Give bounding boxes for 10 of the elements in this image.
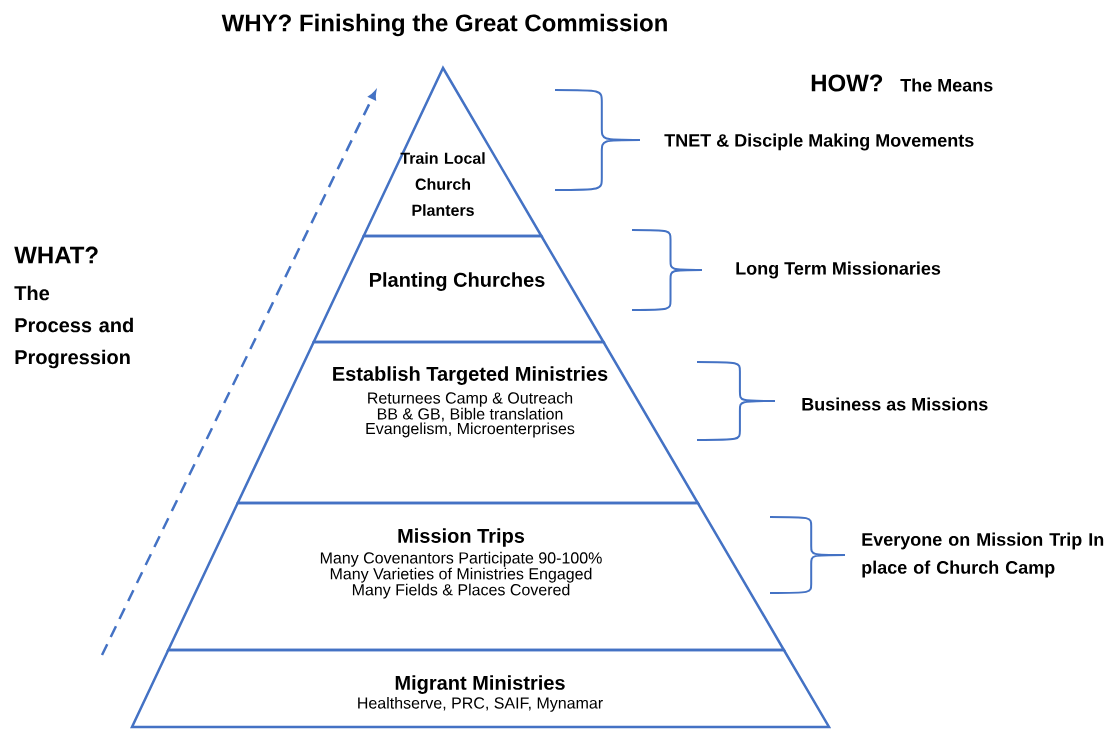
side-label: Business as Missions <box>802 397 988 411</box>
side-label: Long Term Missionaries <box>736 261 941 279</box>
title: WHY? Finishing the Great Commission <box>221 13 667 37</box>
subheading: The Means <box>900 78 993 92</box>
side-label: TNET & Disciple Making Movements <box>664 133 974 151</box>
heading: HOW? <box>811 74 883 92</box>
pyramid-band: Migrant Ministries Healthserve, PRC, SAIF, Mynamar <box>130 648 832 729</box>
side-label: The Process and Progression <box>14 285 133 369</box>
side-label: Everyone on Mission Trip In place of Church Camp <box>862 532 1104 578</box>
heading: WHAT? <box>14 246 98 264</box>
